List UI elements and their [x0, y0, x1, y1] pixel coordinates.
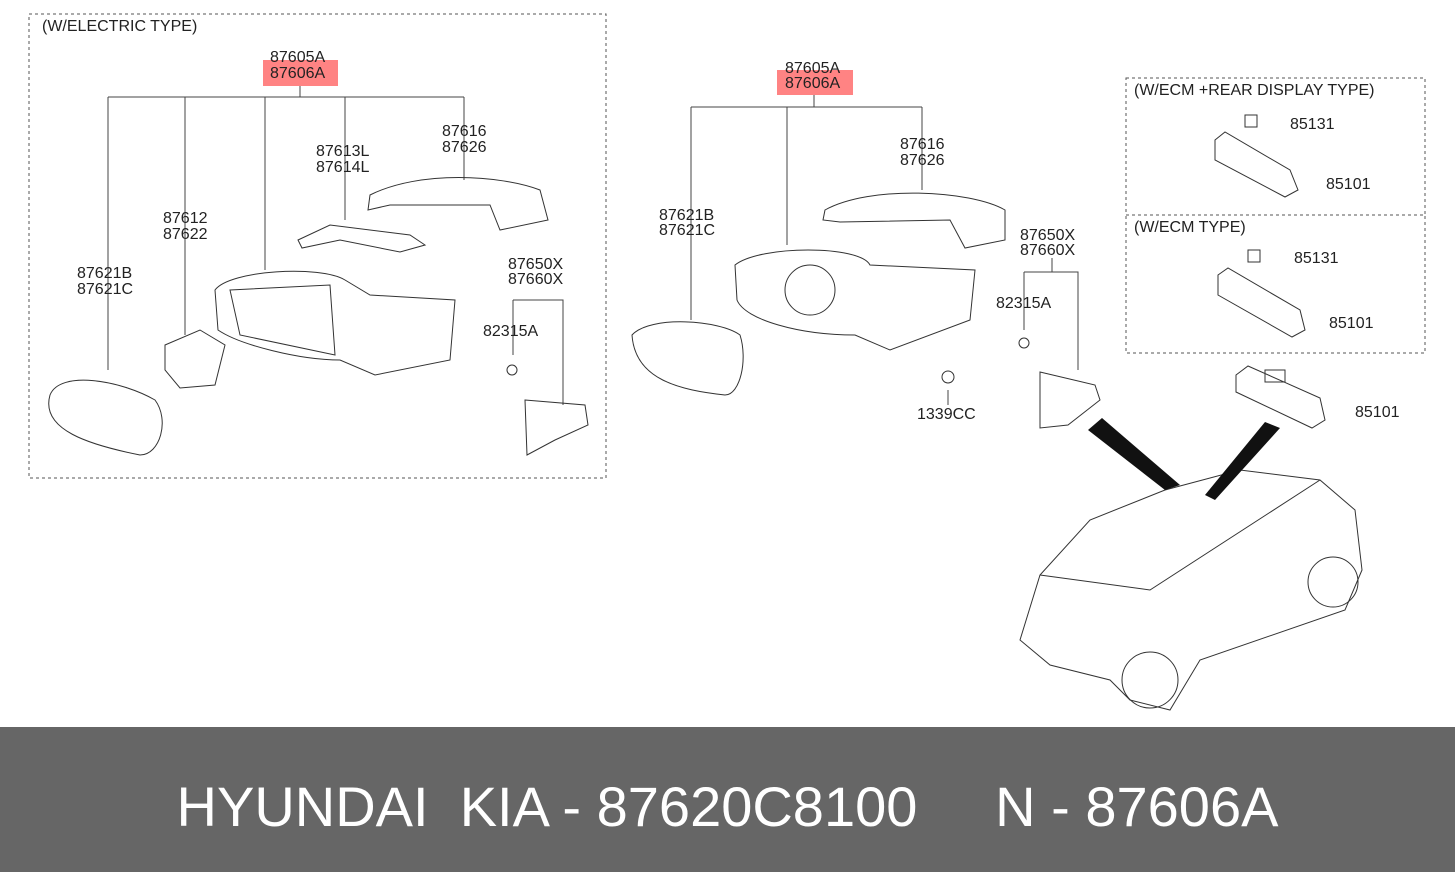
label-87621b: 87621B [77, 265, 133, 282]
label-87621c: 87621C [77, 281, 134, 298]
ecm-rear-box [1125, 77, 1426, 216]
leader-lines [107, 86, 1079, 405]
ecm-rear-mirror [1214, 114, 1299, 198]
left-cover-inner [506, 364, 589, 456]
ecm-rear-title: (W/ECM +REAR DISPLAY TYPE) [1134, 82, 1375, 99]
label-87605a-mid: 87605A [785, 60, 841, 77]
mid-mirror-glass [631, 321, 744, 396]
label-87622: 87622 [163, 226, 208, 243]
label-1339cc: 1339CC [917, 406, 976, 423]
label-87616: 87616 [442, 123, 487, 140]
label-85131-a: 85131 [1290, 116, 1335, 133]
label-87612: 87612 [163, 210, 208, 227]
left-cover [367, 177, 549, 231]
label-87650x: 87650X [508, 256, 564, 273]
label-85101-c: 85101 [1355, 404, 1400, 421]
label-87626: 87626 [442, 139, 487, 156]
label-82315a-mid: 82315A [996, 295, 1052, 312]
label-85101-a: 85101 [1326, 176, 1371, 193]
label-87660x: 87660X [508, 271, 564, 288]
ecm-mirror [1217, 249, 1306, 338]
electric-type-box [28, 13, 607, 479]
label-87626-mid: 87626 [900, 152, 945, 169]
left-lamp [297, 224, 427, 253]
label-87650x-mid: 87650X [1020, 227, 1076, 244]
label-85101-b: 85101 [1329, 315, 1374, 332]
ecm-title: (W/ECM TYPE) [1134, 219, 1246, 236]
left-housing [214, 270, 456, 376]
mid-housing [734, 249, 976, 384]
left-actuator [164, 329, 226, 389]
ecm-box [1125, 214, 1426, 354]
label-87660x-mid: 87660X [1020, 242, 1076, 259]
callout-arrows [1088, 418, 1280, 500]
label-87606a: 87606A [270, 65, 326, 82]
inside-mirror [1235, 365, 1326, 429]
highlight-left [263, 60, 338, 86]
diagram-drawing [28, 13, 1426, 711]
label-87621c-mid: 87621C [659, 222, 716, 239]
label-87614l: 87614L [316, 159, 370, 176]
left-mirror-glass [48, 379, 163, 456]
label-87613l: 87613L [316, 143, 370, 160]
label-82315a: 82315A [483, 323, 539, 340]
label-85131-b: 85131 [1294, 250, 1339, 267]
footer-banner: HYUNDAI KIA - 87620C8100 N - 87606A [0, 727, 1455, 872]
mid-cover [822, 192, 1006, 249]
label-87621b-mid: 87621B [659, 207, 715, 224]
highlight-mid [777, 70, 853, 95]
electric-type-title: (W/ELECTRIC TYPE) [42, 18, 198, 35]
label-87616-mid: 87616 [900, 136, 945, 153]
car-drawing [1019, 469, 1363, 711]
mid-cover-inner [1018, 337, 1101, 429]
label-87605a: 87605A [270, 49, 326, 66]
label-87606a-mid: 87606A [785, 75, 841, 92]
